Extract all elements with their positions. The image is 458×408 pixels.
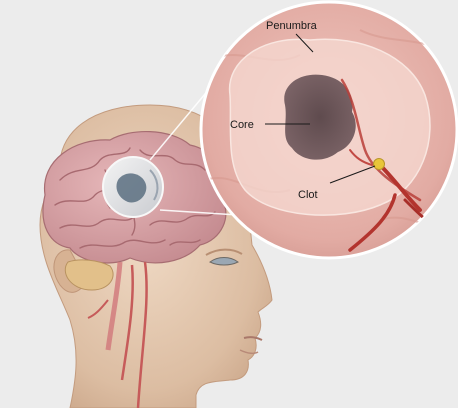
label-penumbra: Penumbra — [266, 20, 318, 32]
clot-dot-icon — [374, 159, 385, 170]
zoom-view: Penumbra Core Clot — [201, 2, 457, 258]
label-core: Core — [230, 119, 254, 131]
magnified-region-marker — [103, 157, 163, 217]
label-clot: Clot — [298, 189, 318, 201]
